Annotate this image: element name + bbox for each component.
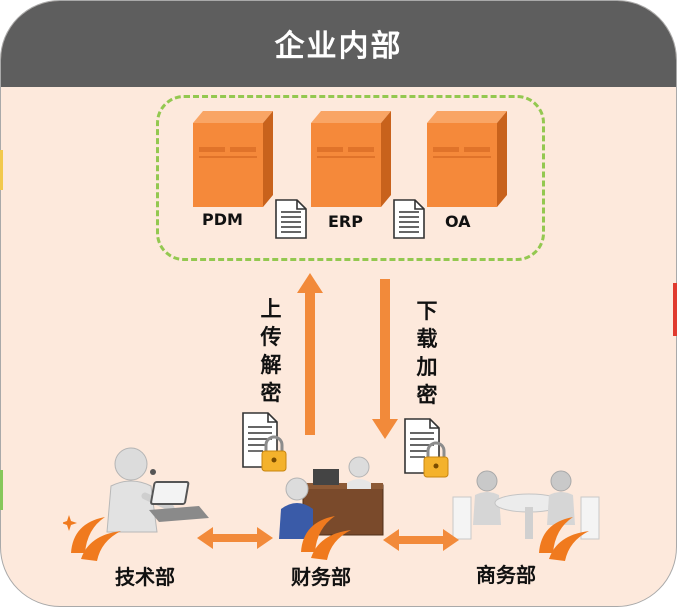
server-erp-icon [311,111,391,207]
server-label-erp: ERP [328,212,363,231]
department-label-finance: 财务部 [291,565,351,589]
left-edge-mark [0,150,3,190]
server-pdm-icon [193,111,273,207]
document-icon [393,199,425,239]
download-arrow-icon [372,279,398,439]
download-encrypt-label: 下载加密 [416,299,438,407]
encrypted-document-icon [242,412,287,472]
left-edge-mark [0,470,3,510]
server-label-oa: OA [445,212,471,231]
server-label-pdm: PDM [202,210,243,229]
document-icon [275,199,307,239]
upload-decrypt-label: 上传解密 [260,297,282,405]
bidirectional-arrow-icon [197,527,273,549]
encrypted-document-icon [404,418,449,478]
meeting-table-icon [452,470,600,540]
technician-laptop-icon [106,447,209,533]
department-label-tech: 技术部 [115,565,175,589]
header-bar: 企业内部 [1,1,676,87]
server-cluster [156,95,545,261]
upload-arrow-icon [297,273,323,435]
server-oa-icon [427,111,507,207]
company-logo-icon [63,515,121,561]
page-title: 企业内部 [274,29,403,64]
bidirectional-arrow-icon [383,529,459,551]
department-label-business: 商务部 [476,563,536,587]
company-logo-icon [539,517,589,561]
right-edge-mark [673,283,677,336]
company-logo-icon [301,516,351,560]
